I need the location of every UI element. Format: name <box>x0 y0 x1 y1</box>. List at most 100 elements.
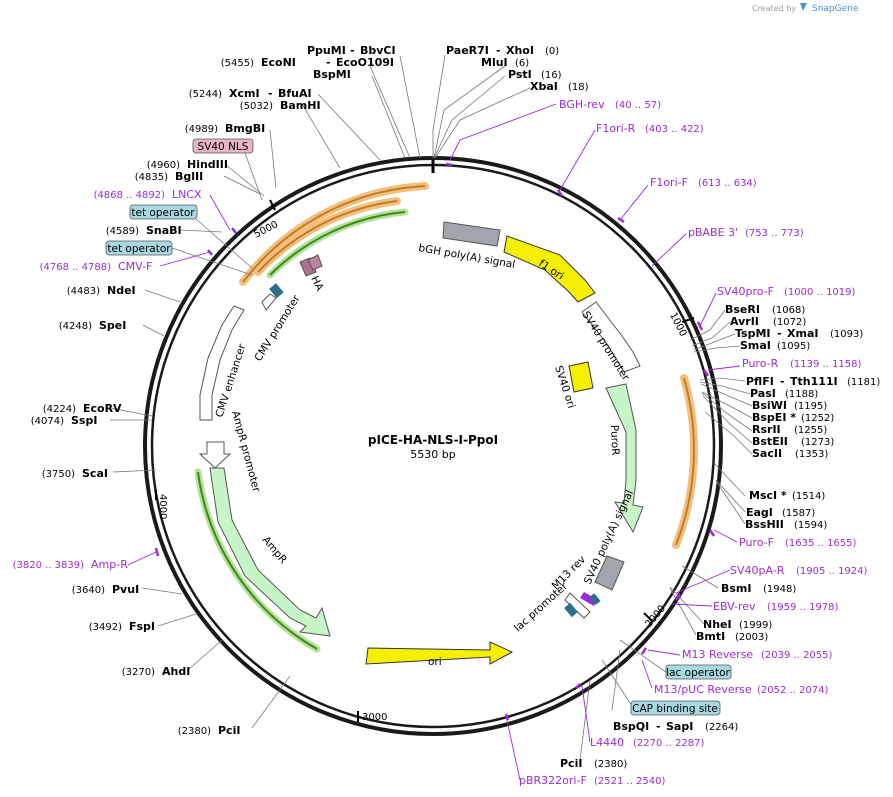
primer-puro-f[interactable]: Puro-F <box>739 536 774 549</box>
site-bmti[interactable]: BmtI <box>696 630 725 643</box>
feature-sv40-promoter[interactable] <box>581 301 641 373</box>
site-pvui-pos: (3492) <box>89 622 122 633</box>
site-pasi[interactable]: PasI <box>750 387 776 400</box>
site-ahdi[interactable]: PciI <box>218 724 240 737</box>
site-sspi[interactable]: ScaI <box>82 467 108 480</box>
site-xhoi[interactable]: XhoI <box>506 44 534 57</box>
site-econi[interactable]: BspMI <box>313 68 351 81</box>
site-psti[interactable]: PstI <box>508 68 532 81</box>
site-bsteii[interactable]: BstEII <box>752 435 788 448</box>
primer-pbabe3[interactable]: pBABE 3' <box>688 226 738 239</box>
primer-l4440[interactable]: L4440 <box>590 736 624 749</box>
site-avrii-pos: (1072) <box>773 317 806 328</box>
feature-puror[interactable] <box>605 383 644 534</box>
box-lac-operator[interactable] <box>665 664 732 680</box>
primer-pbr322ori-f[interactable]: pBR322ori-F <box>519 774 587 787</box>
primer-f1ori-r[interactable]: F1ori-R <box>596 122 636 135</box>
feature-lac-operator[interactable] <box>564 602 578 618</box>
feature-lac-promoter[interactable] <box>564 592 591 619</box>
feature-sv40-polya[interactable] <box>594 555 625 591</box>
tick-marks: 1000 2000 3000 4000 5000 <box>155 199 695 723</box>
primer-amp-r[interactable]: Amp-R <box>91 558 128 571</box>
site-pcii[interactable]: PciI <box>560 757 582 770</box>
feature-cmv-promoter-label: CMV promoter <box>252 293 303 364</box>
site-pvui[interactable]: FspI <box>129 620 155 633</box>
site-xcmi[interactable]: BamHI <box>280 99 321 112</box>
site-tth111i[interactable]: Tth111I <box>790 375 838 388</box>
site-spei[interactable]: EcoRV <box>83 402 122 415</box>
primer-cmv-f[interactable]: CMV-F <box>118 260 152 273</box>
box-tet-operator-1[interactable] <box>129 204 198 220</box>
site-ecorv[interactable]: SspI <box>71 414 97 427</box>
primer-amp-r-range: (3820 .. 3839) <box>13 560 85 571</box>
feature-cmv-promoter[interactable] <box>261 293 277 311</box>
site-bpu10i[interactable]: BbvCI <box>360 44 396 57</box>
site-xbai[interactable]: XbaI <box>530 80 558 93</box>
site-bseri[interactable]: BseRI <box>725 303 760 316</box>
feature-ori[interactable] <box>365 641 514 665</box>
site-bsiwi[interactable]: BsiWI <box>752 399 787 412</box>
feature-cap-site[interactable] <box>589 593 601 605</box>
site-pflfi[interactable]: PflFI <box>746 375 774 388</box>
primer-lncx[interactable]: LNCX <box>172 188 202 201</box>
site-bfuai[interactable]: XcmI <box>229 87 260 100</box>
site-sapi[interactable]: SapI <box>666 720 693 733</box>
feature-cmv-enhancer[interactable] <box>199 305 245 421</box>
site-bbvci[interactable]: PpuMI <box>307 44 346 57</box>
feature-f1-ori[interactable] <box>503 235 596 303</box>
site-rsrii[interactable]: RsrII <box>752 423 781 436</box>
feature-ampr-promoter[interactable] <box>198 441 232 469</box>
plasmid-name: pICE-HA-NLS-I-PpoI <box>368 433 498 447</box>
site-scai[interactable]: PvuI <box>112 583 139 596</box>
site-bamhi[interactable]: BmgBI <box>225 122 265 135</box>
site-snabi[interactable]: NdeI <box>107 284 136 297</box>
site-ndei[interactable]: SpeI <box>99 319 126 332</box>
primer-bgh-rev[interactable]: BGH-rev <box>559 98 605 111</box>
site-eagi[interactable]: EagI <box>746 506 773 519</box>
box-cap-binding-site[interactable] <box>630 700 721 716</box>
primer-ebv-rev[interactable]: EBV-rev <box>713 600 756 613</box>
site-bspei[interactable]: BspEI * <box>752 411 796 424</box>
primer-puro-r[interactable]: Puro-R <box>742 357 779 370</box>
site-paer7i[interactable]: PaeR7I <box>446 44 489 57</box>
box-tet-operator-2[interactable] <box>105 240 173 256</box>
site-bspqi[interactable]: BspQI <box>613 720 649 733</box>
site-bsshii[interactable]: BssHII <box>745 518 784 531</box>
site-tspmi[interactable]: TspMI <box>735 327 771 340</box>
site-bsmi[interactable]: BsmI <box>721 582 752 595</box>
site-hindiii[interactable]: BglII <box>175 170 203 183</box>
site-bmgbi[interactable]: HindIII <box>187 158 228 171</box>
site-ecoo109i[interactable]: EcoNI <box>261 56 296 69</box>
site-bseri-pos: (1068) <box>772 305 805 316</box>
site-fspi[interactable]: AhdI <box>162 665 190 678</box>
site-xmai[interactable]: XmaI <box>787 327 818 340</box>
site-avrii[interactable]: AvrII <box>730 315 759 328</box>
site-bglii[interactable]: SnaBI <box>146 224 182 237</box>
primer-m13-reverse[interactable]: M13 Reverse <box>682 648 753 661</box>
feature-ampr[interactable] <box>209 467 331 637</box>
primer-m13puc-reverse[interactable]: M13/pUC Reverse <box>654 683 752 696</box>
site-xbai-pos: (18) <box>568 82 589 93</box>
site-smai[interactable]: SmaI <box>740 339 771 352</box>
feature-m13-rev[interactable] <box>580 592 598 606</box>
site-sacii[interactable]: SacII <box>752 447 782 460</box>
primer-leader-lines <box>127 103 741 781</box>
feature-bgh-polya[interactable] <box>442 221 501 247</box>
primer-sv40pa-r[interactable]: SV40pA-R <box>730 564 785 577</box>
site-ppumi[interactable]: EcoO109I <box>336 56 394 69</box>
site-rsrii-pos: (1255) <box>794 425 827 436</box>
site-msci[interactable]: MscI * <box>749 489 787 502</box>
site-bsiwi-pos: (1195) <box>794 401 827 412</box>
feature-ha[interactable] <box>299 257 317 277</box>
site-nhei[interactable]: NheI <box>703 618 732 631</box>
feature-sv40-ori[interactable] <box>568 361 594 393</box>
feature-ori-label: ori <box>428 656 442 668</box>
site-bspmi[interactable]: BfuAI <box>278 87 312 100</box>
site-bspei-pos: (1252) <box>801 413 834 424</box>
box-sv40-nls[interactable] <box>192 138 254 154</box>
primer-f1ori-f[interactable]: F1ori-F <box>650 176 688 189</box>
site-fspi-pos: (3270) <box>122 667 155 678</box>
site-mlui[interactable]: MluI <box>481 56 508 69</box>
primer-sv40pro-f[interactable]: SV40pro-F <box>717 285 774 298</box>
site-nhei-pos: (1999) <box>739 620 772 631</box>
